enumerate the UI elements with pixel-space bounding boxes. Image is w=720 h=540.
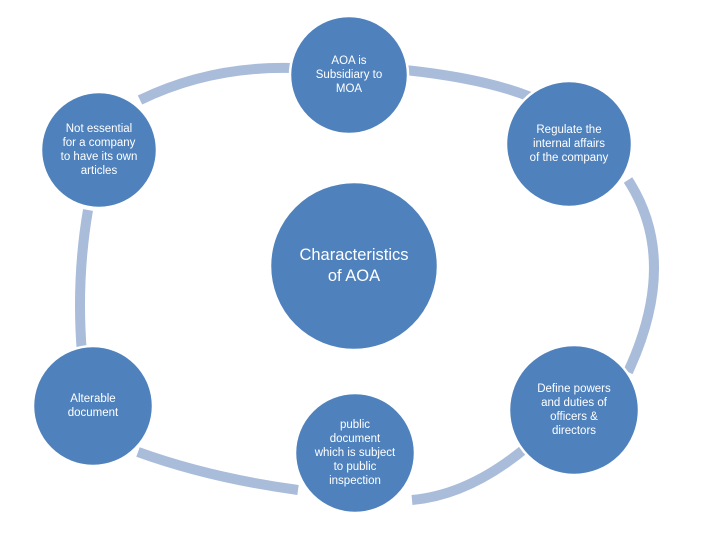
node-lower-right-text: Define powers and duties of officers & d… <box>537 382 611 438</box>
node-lower-left-text: Alterable document <box>67 392 119 419</box>
node-circle-upper-left <box>39 90 159 210</box>
node-circle-bottom <box>293 391 417 515</box>
node-label-upper-left: Not essential for a company to have its … <box>41 92 157 208</box>
node-bottom-text: public document which is subject to publ… <box>314 418 396 488</box>
arc-lower-right-to-bottom-band <box>411 442 532 505</box>
node-label-top: AOA is Subsidiary to MOA <box>290 16 408 134</box>
node-label-lower-left: Alterable document <box>33 346 153 466</box>
center-text: Characteristics of AOA <box>299 245 409 285</box>
node-top-text: AOA is Subsidiary to MOA <box>315 54 383 95</box>
node-upper-left-text: Not essential for a company to have its … <box>60 122 138 178</box>
arc-upper-left-to-top-band <box>137 62 293 105</box>
arc-lower-left-to-upper-left-band <box>75 209 93 355</box>
arc-bottom-to-lower-left-band <box>136 447 299 495</box>
node-circle-upper-right <box>504 79 634 209</box>
node-circle-lower-left <box>31 344 155 468</box>
arc-upper-right-to-lower-right-band <box>623 177 659 375</box>
node-label-upper-right: Regulate the internal affairs of the com… <box>506 81 632 207</box>
node-upper-right-text: Regulate the internal affairs of the com… <box>529 123 609 164</box>
center-circle <box>268 180 440 352</box>
node-circle-top <box>288 14 410 136</box>
center-label: Characteristics of AOA <box>270 182 438 350</box>
diagram-circles <box>31 14 641 515</box>
node-label-lower-right: Define powers and duties of officers & d… <box>509 345 639 475</box>
node-circle-lower-right <box>507 343 641 477</box>
ring-arcs <box>73 60 661 507</box>
node-label-bottom: public document which is subject to publ… <box>295 393 415 513</box>
